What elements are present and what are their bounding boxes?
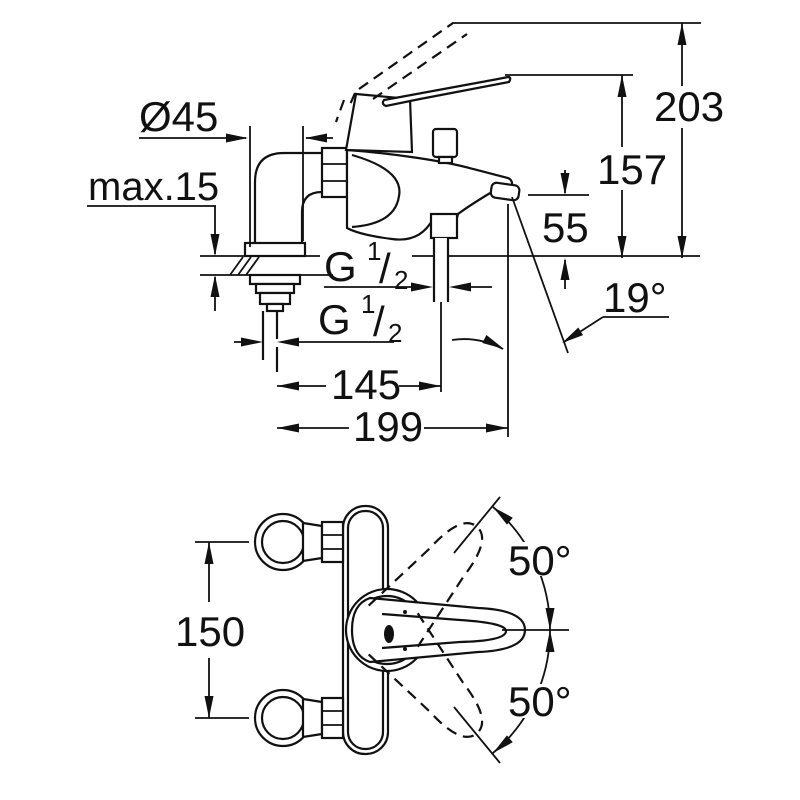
thread-label: G — [318, 296, 351, 343]
union-nut — [320, 696, 345, 740]
arrowhead — [226, 133, 248, 143]
arrowhead — [545, 608, 555, 630]
lever-raised-position — [358, 22, 468, 100]
dim-150: 150 — [175, 541, 249, 719]
dim-label-145: 145 — [331, 361, 401, 408]
dim-label-55: 55 — [542, 204, 589, 251]
inlet-elbow — [253, 146, 349, 243]
arrowhead — [210, 275, 220, 297]
arrowhead — [617, 75, 627, 97]
arrowhead — [277, 381, 299, 391]
arrowhead — [204, 542, 214, 564]
shower-outlet-pipe — [432, 238, 450, 302]
arrowhead — [560, 258, 570, 280]
dim-145: 145 — [277, 361, 441, 408]
deck-mount-flange — [243, 241, 307, 372]
thread-label: G — [324, 243, 357, 290]
thread-label-sup: 1 — [361, 289, 375, 319]
side-view: Ø45 max.15 G 1 / 2 G 1 / 2 — [87, 22, 724, 450]
arrowhead — [486, 423, 508, 433]
dim-shower-thread: G 1 / 2 — [324, 236, 492, 295]
dim-label-157: 157 — [597, 146, 667, 193]
arrowhead — [277, 337, 299, 347]
dim-flange-diameter: Ø45 — [139, 93, 333, 247]
dim-label-swivel-up: 50° — [508, 537, 572, 584]
arrowhead — [204, 696, 214, 718]
dim-deck-thickness: max.15 — [87, 165, 220, 311]
dim-55: 55 — [528, 170, 589, 289]
arrowhead — [277, 423, 299, 433]
spout-angle-line — [511, 196, 569, 354]
thread-label-slash: / — [379, 245, 391, 292]
lever-solid — [350, 596, 527, 664]
lever-grip-mark — [384, 625, 394, 643]
lever-top-view — [344, 522, 527, 738]
lever-handle — [334, 22, 512, 154]
arrowhead — [677, 236, 687, 258]
arrowhead — [617, 236, 627, 258]
arrowhead — [545, 630, 555, 652]
dim-label-199: 199 — [353, 403, 423, 450]
dim-swivel-angles: 50° 50° — [453, 496, 572, 764]
dim-inlet-thread: G 1 / 2 — [234, 289, 402, 348]
wall-union-bottom — [253, 688, 345, 748]
lever-blade — [381, 75, 512, 108]
dim-199: 199 — [277, 204, 509, 450]
union-nut — [320, 520, 345, 564]
arrowhead — [677, 23, 687, 45]
deck-surface — [200, 255, 700, 276]
lever-swiveled-down — [367, 612, 484, 738]
dim-203: 203 — [452, 22, 724, 258]
arrowhead — [210, 234, 220, 256]
dim-spout-angle: 19° — [451, 196, 669, 354]
cartridge-dome — [351, 153, 401, 229]
dim-157: 157 — [505, 74, 667, 258]
arrowhead — [241, 337, 263, 347]
shower-outlet-collar — [429, 212, 459, 240]
arrowhead — [449, 282, 471, 292]
lever-bonnet — [344, 92, 414, 154]
dim-label-flange-diameter: Ø45 — [139, 93, 218, 140]
lever-swiveled-up — [367, 522, 484, 648]
spout-aerator — [489, 181, 521, 202]
plan-view: 50° 50° 150 — [175, 496, 572, 764]
faucet-body — [345, 127, 521, 392]
dim-label-203: 203 — [654, 83, 724, 130]
dim-label-spout-angle: 19° — [603, 274, 667, 321]
arrowhead — [305, 133, 327, 143]
thread-label-sub: 2 — [388, 318, 402, 348]
inlet-tail-pipe — [261, 311, 279, 360]
thread-label-slash: / — [373, 298, 385, 345]
arrowhead — [411, 282, 433, 292]
arrowhead — [419, 381, 441, 391]
dim-label-swivel-down: 50° — [508, 678, 572, 725]
union-nut — [320, 146, 349, 199]
wall-union-top — [253, 512, 345, 572]
diverter-knob — [431, 127, 459, 159]
thread-label-sup: 1 — [367, 236, 381, 266]
dim-label-deck-thickness: max.15 — [88, 165, 219, 209]
thread-label-sub: 2 — [394, 265, 408, 295]
mounting-nut — [258, 291, 292, 306]
dim-label-150: 150 — [175, 608, 245, 655]
deck-hatching — [229, 256, 260, 276]
arrowhead — [560, 173, 570, 195]
arrowhead — [482, 335, 507, 354]
